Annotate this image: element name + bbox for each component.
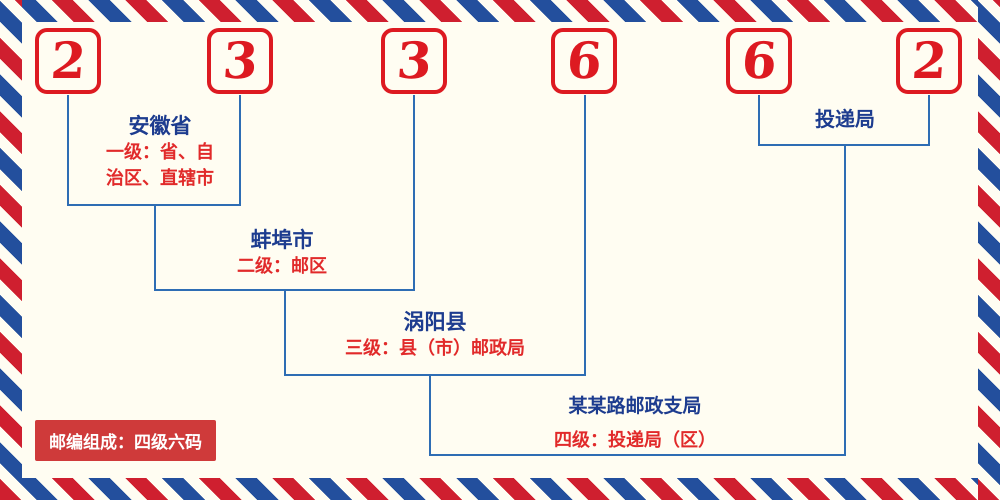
digit-box-4: 6 bbox=[551, 28, 617, 94]
level1-title: 安徽省 bbox=[128, 114, 192, 138]
digit-box-3: 3 bbox=[381, 28, 447, 94]
digit-5: 6 bbox=[739, 31, 779, 90]
digit-box-6: 2 bbox=[896, 28, 962, 94]
border-stripe-right bbox=[978, 0, 1000, 500]
level2-desc: 二级：邮区 bbox=[237, 256, 327, 277]
border-stripe-bottom bbox=[0, 478, 1000, 500]
digit-1: 2 bbox=[48, 31, 88, 90]
delivery-title: 投递局 bbox=[815, 107, 875, 131]
level4-title: 某某路邮政支局 bbox=[568, 395, 702, 417]
label-level1: 安徽省 一级：省、自 治区、直辖市 bbox=[85, 112, 235, 192]
label-level3: 涡阳县 三级：县（市）邮政局 bbox=[310, 308, 560, 362]
level1-desc-line2: 治区、直辖市 bbox=[106, 168, 214, 189]
digit-box-5: 6 bbox=[726, 28, 792, 94]
border-stripe-top bbox=[0, 0, 1000, 22]
digit-6: 2 bbox=[909, 31, 949, 90]
level3-title: 涡阳县 bbox=[403, 310, 467, 334]
level1-desc-line1: 一级：省、自 bbox=[106, 142, 214, 163]
label-level4: 某某路邮政支局 四级：投递局（区） bbox=[510, 392, 760, 454]
label-level2: 蚌埠市 二级：邮区 bbox=[192, 226, 372, 280]
digit-box-2: 3 bbox=[207, 28, 273, 94]
level4-desc: 四级：投递局（区） bbox=[554, 430, 716, 451]
border-stripe-left bbox=[0, 0, 22, 500]
digit-3: 3 bbox=[394, 31, 434, 90]
digit-2: 3 bbox=[220, 31, 260, 90]
label-delivery: 投递局 bbox=[770, 105, 920, 133]
level2-title: 蚌埠市 bbox=[250, 228, 314, 252]
digit-4: 6 bbox=[564, 31, 604, 90]
digit-box-1: 2 bbox=[35, 28, 101, 94]
level3-desc: 三级：县（市）邮政局 bbox=[345, 338, 525, 359]
composition-badge: 邮编组成：四级六码 bbox=[35, 420, 216, 461]
